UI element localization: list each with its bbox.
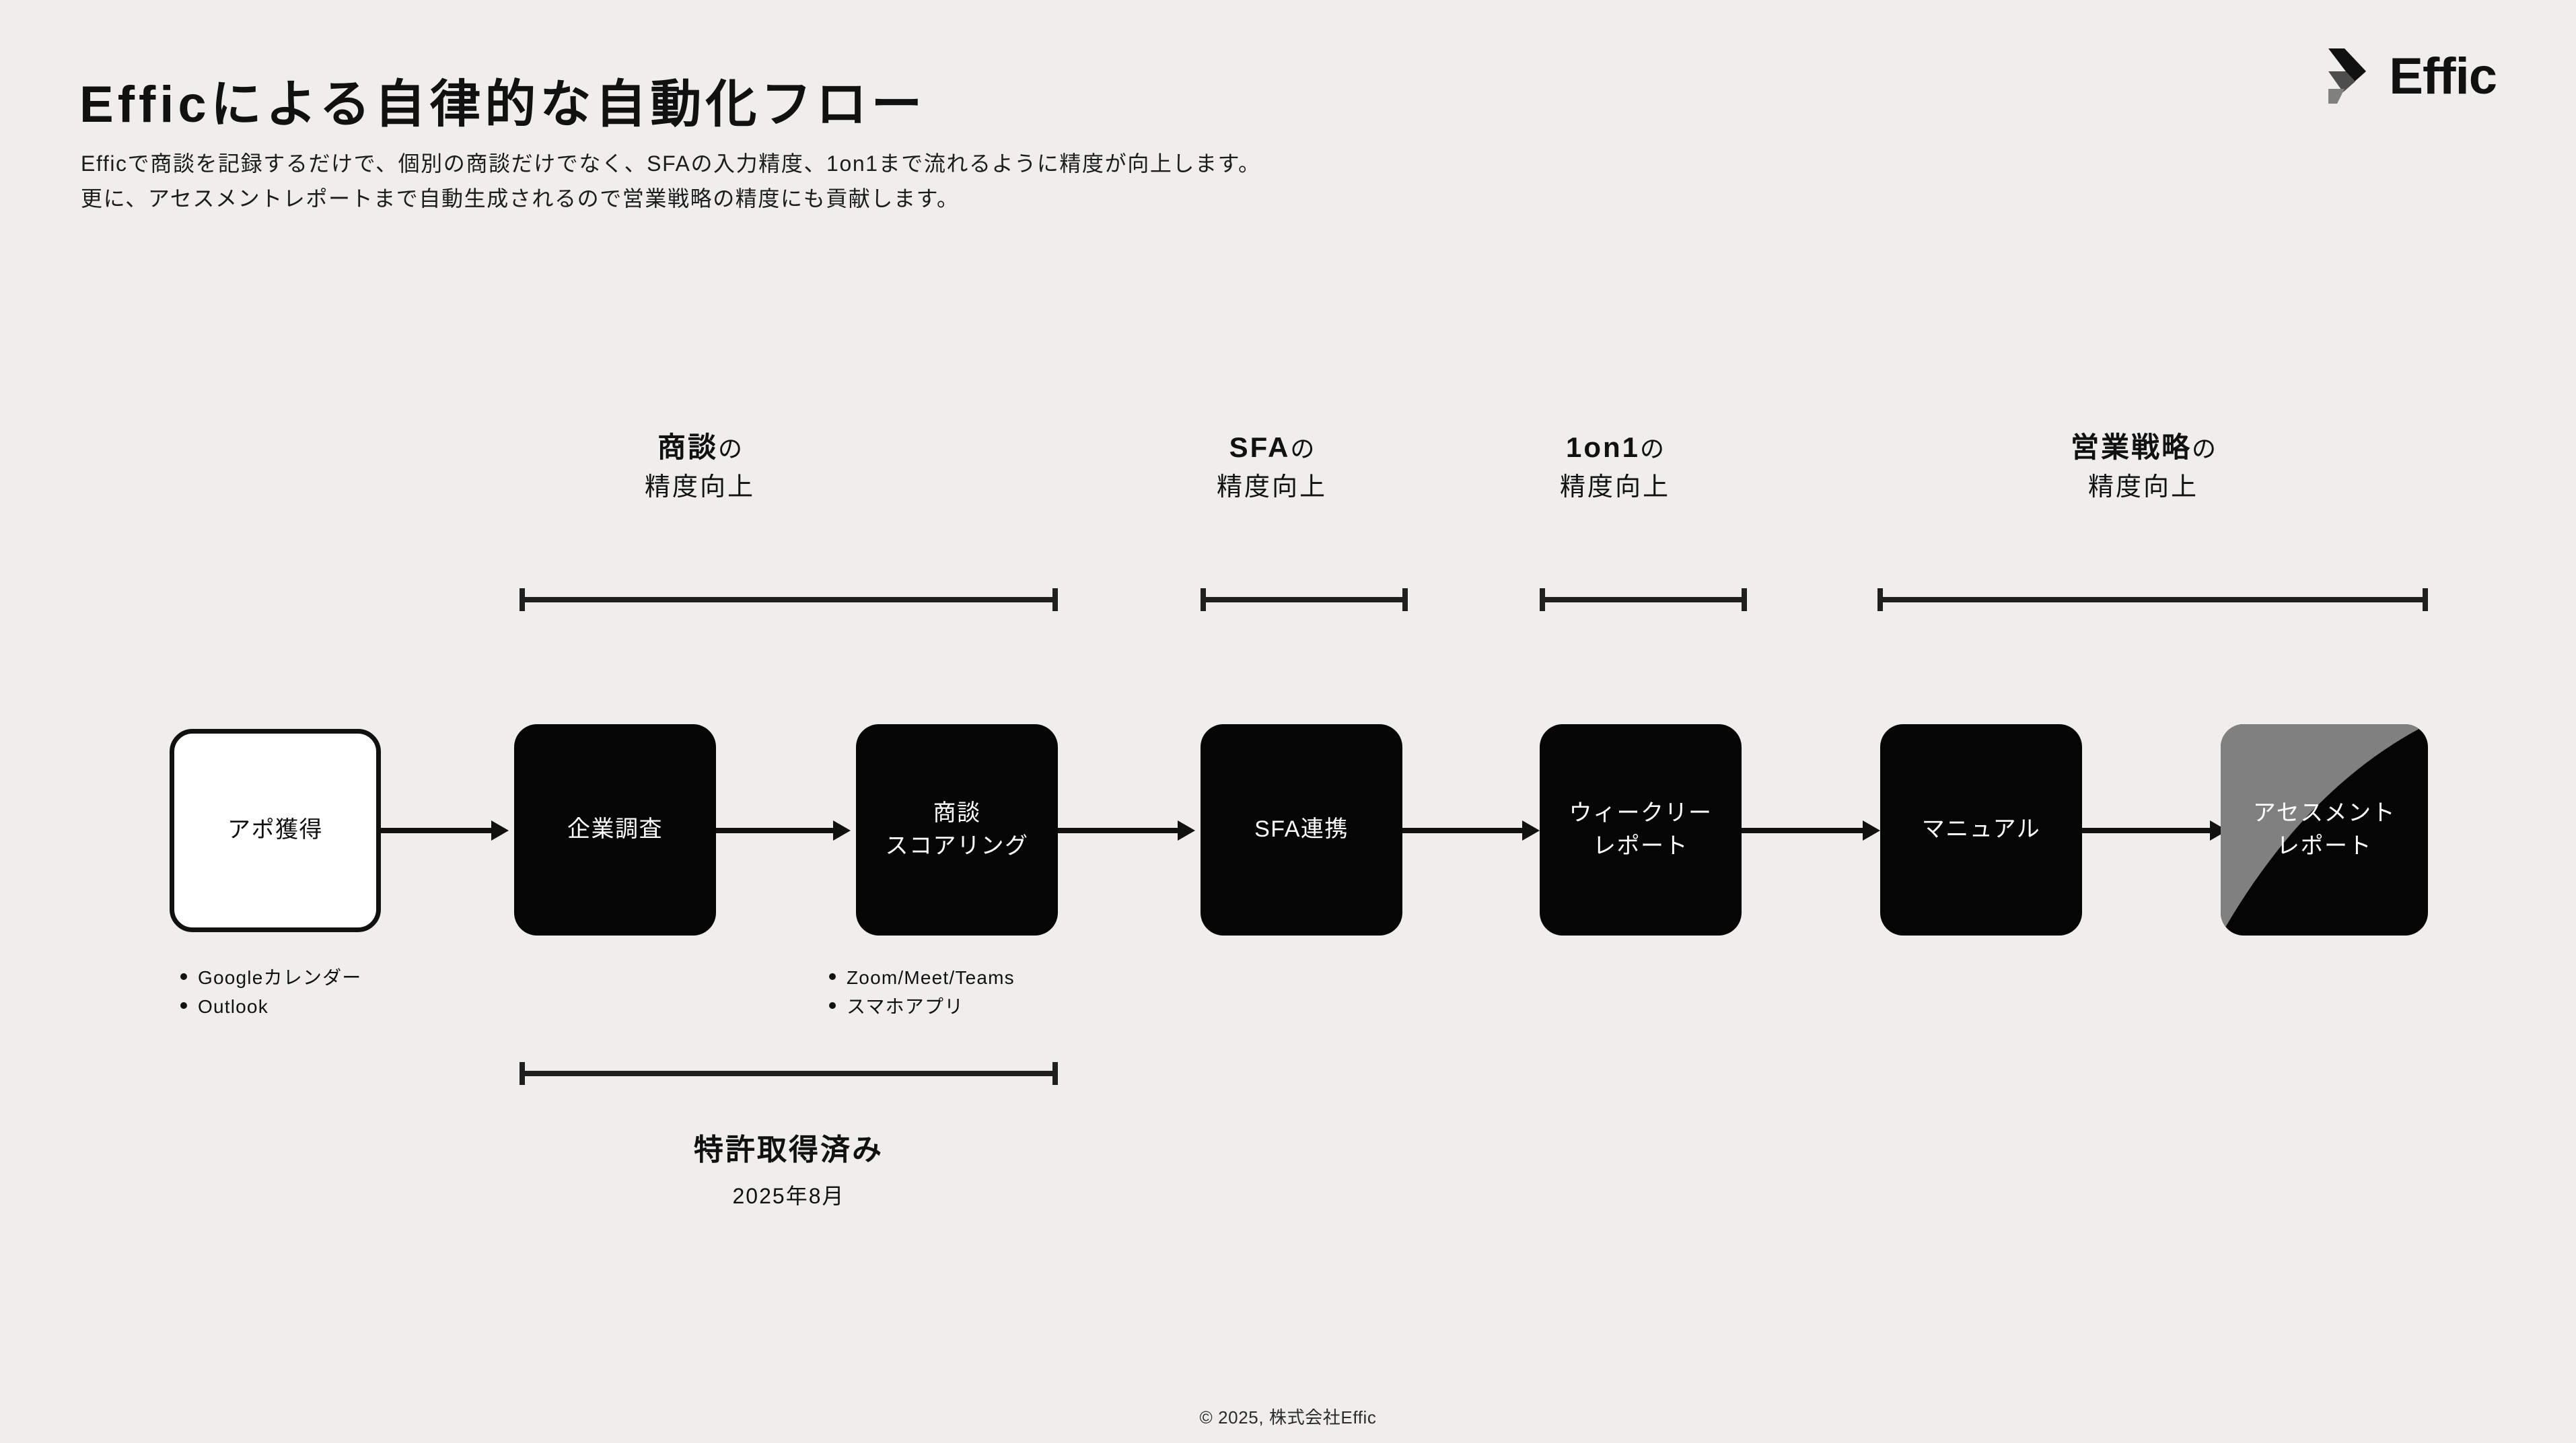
bracket-eigyo-senryaku <box>1877 588 2428 611</box>
phase-title: SFAの <box>1144 431 1400 464</box>
flow-step-label: アセスメント レポート <box>2252 800 2396 859</box>
bracket-cap-right <box>2423 588 2428 611</box>
phase-particle: の <box>718 435 743 462</box>
phase-group-sfa: SFAの 精度向上 <box>1144 431 1400 502</box>
swoosh-decoration-icon <box>2221 724 2428 936</box>
phase-key: 営業戦略 <box>2070 431 2192 463</box>
bracket-bar <box>1540 597 1747 602</box>
bracket-sfa <box>1201 588 1408 611</box>
arrow-right-icon <box>1058 820 1195 841</box>
bullet-dot-icon <box>180 1001 187 1009</box>
list-item-label: スマホアプリ <box>847 995 964 1017</box>
phase-title: 1on1の <box>1487 431 1743 464</box>
list-item-label: Zoom/Meet/Teams <box>847 967 1015 988</box>
bracket-patent <box>520 1062 1058 1085</box>
arrow-head <box>491 820 509 841</box>
flow-step-label: SFA連携 <box>1254 816 1349 843</box>
arrow-shaft <box>1742 828 1865 833</box>
arrow-head <box>1522 820 1540 841</box>
flow-step-sfa-renkei[interactable]: SFA連携 <box>1201 724 1402 936</box>
bracket-bar <box>520 597 1058 602</box>
bracket-cap-right <box>1742 588 1747 611</box>
arrow-shaft <box>1058 828 1180 833</box>
phase-group-eigyo-senryaku: 営業戦略の 精度向上 <box>1999 431 2288 502</box>
arrow-shaft <box>1402 828 1525 833</box>
bracket-bar <box>520 1071 1058 1076</box>
list-item-label: Googleカレンダー <box>198 967 362 988</box>
effic-chevron-mark-icon <box>2314 44 2378 109</box>
subtitle-line-2: 更に、アセスメントレポートまで自動生成されるので営業戦略の精度にも貢献します。 <box>81 186 960 211</box>
flow-step-apo-kakutoku[interactable]: アポ獲得 <box>170 729 381 932</box>
flow-step-label: 商談 スコアリング <box>885 800 1029 859</box>
phase-key: 1on1 <box>1565 431 1640 463</box>
phase-subtitle: 精度向上 <box>644 472 755 501</box>
arrow-right-icon <box>716 820 851 841</box>
phase-particle: の <box>1290 435 1315 462</box>
arrow-shaft <box>2082 828 2213 833</box>
list-item: Zoom/Meet/Teams <box>829 964 1015 993</box>
phase-subtitle: 精度向上 <box>1216 472 1327 501</box>
bracket-cap-right <box>1052 588 1058 611</box>
flow-step-manual[interactable]: マニュアル <box>1880 724 2082 936</box>
phase-title: 商談の <box>559 431 841 464</box>
source-list-apo: Googleカレンダー Outlook <box>180 964 362 1021</box>
phase-group-shodan: 商談の 精度向上 <box>559 431 841 502</box>
brand-logo: Effic <box>2314 44 2497 109</box>
flow-step-label: ウィークリー レポート <box>1569 800 1713 859</box>
phase-key: 商談 <box>657 431 718 463</box>
subtitle-block: Efficで商談を記録するだけで、個別の商談だけでなく、SFAの入力精度、1on… <box>81 147 1261 217</box>
phase-subtitle: 精度向上 <box>2087 472 2198 501</box>
flow-step-shodan-scoring[interactable]: 商談 スコアリング <box>856 724 1058 936</box>
flow-step-label: マニュアル <box>1921 816 2041 843</box>
arrow-head <box>1178 820 1195 841</box>
list-item: Googleカレンダー <box>180 964 362 993</box>
bracket-shodan <box>520 588 1058 611</box>
arrow-right-icon <box>1742 820 1880 841</box>
phase-key: SFA <box>1229 431 1291 463</box>
flow-step-kigyo-chosa[interactable]: 企業調査 <box>514 724 716 936</box>
bracket-1on1 <box>1540 588 1747 611</box>
source-list-shodan: Zoom/Meet/Teams スマホアプリ <box>829 964 1015 1021</box>
list-item-label: Outlook <box>198 995 269 1017</box>
subtitle-line-1: Efficで商談を記録するだけで、個別の商談だけでなく、SFAの入力精度、1on… <box>81 151 1261 176</box>
phase-group-1on1: 1on1の 精度向上 <box>1487 431 1743 502</box>
patent-title: 特許取得済み <box>694 1133 884 1166</box>
patent-note: 特許取得済み 2025年8月 <box>520 1125 1058 1210</box>
arrow-head <box>833 820 851 841</box>
arrow-head <box>1863 820 1880 841</box>
bullet-dot-icon <box>180 973 187 980</box>
phase-title: 営業戦略の <box>1999 431 2288 464</box>
arrow-shaft <box>381 828 494 833</box>
flow-step-assessment-report[interactable]: アセスメント レポート <box>2221 724 2428 936</box>
page-title: Efficによる自律的な自動化フロー <box>79 75 927 133</box>
bullet-dot-icon <box>829 1001 836 1009</box>
arrow-right-icon <box>381 820 509 841</box>
phase-subtitle: 精度向上 <box>1559 472 1670 501</box>
flow-step-label: 企業調査 <box>567 816 663 843</box>
list-item: スマホアプリ <box>829 993 1015 1022</box>
arrow-right-icon <box>2082 820 2227 841</box>
flow-step-weekly-report[interactable]: ウィークリー レポート <box>1540 724 1742 936</box>
phase-particle: の <box>2192 435 2217 462</box>
footer-copyright: © 2025, 株式会社Effic <box>1199 1407 1377 1428</box>
list-item: Outlook <box>180 993 362 1022</box>
arrow-shaft <box>716 828 836 833</box>
bracket-bar <box>1877 597 2428 602</box>
flow-step-label: アポ獲得 <box>227 817 323 843</box>
bracket-bar <box>1201 597 1408 602</box>
bracket-cap-right <box>1052 1062 1058 1085</box>
arrow-right-icon <box>1402 820 1540 841</box>
bracket-cap-right <box>1402 588 1408 611</box>
brand-wordmark: Effic <box>2389 48 2497 105</box>
patent-date: 2025年8月 <box>732 1184 845 1208</box>
phase-particle: の <box>1640 435 1665 462</box>
bullet-dot-icon <box>829 973 836 980</box>
